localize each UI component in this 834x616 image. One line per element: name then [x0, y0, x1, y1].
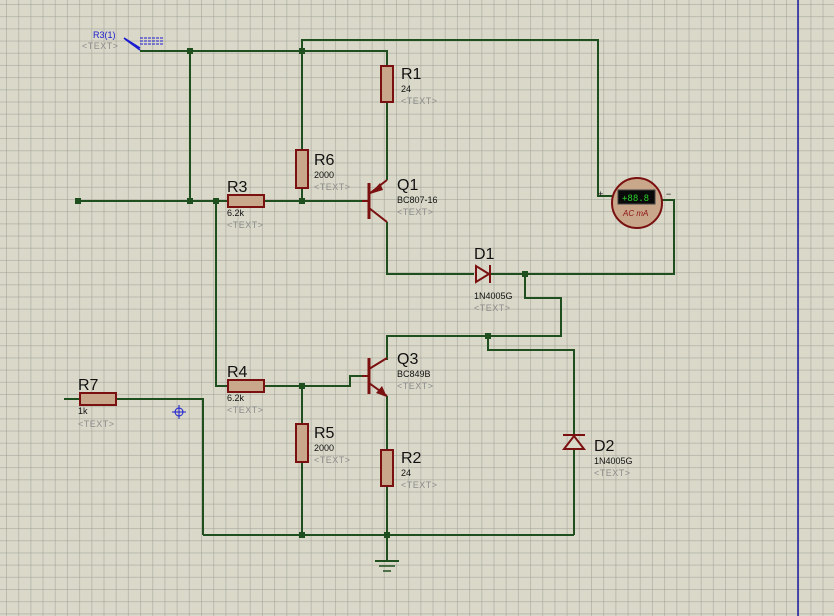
r3-text: <TEXT>: [227, 220, 264, 230]
ac-milliammeter[interactable]: +88.8 AC mA + −: [598, 177, 671, 229]
wire-d2-top: [487, 336, 575, 434]
transistor-q3[interactable]: Q3 BC849B <TEXT>: [362, 351, 434, 397]
meter-minus: −: [666, 189, 671, 199]
r6-text: <TEXT>: [314, 182, 351, 192]
r4-ref: R4: [227, 364, 248, 381]
terminal-text: <TEXT>: [82, 41, 119, 51]
r4-text: <TEXT>: [227, 405, 264, 415]
d2-value: 1N4005G: [594, 456, 633, 466]
terminal-label: R3(1): [93, 30, 116, 40]
junction: [384, 532, 390, 538]
resistor-r5[interactable]: R5 2000 <TEXT>: [295, 423, 351, 465]
r5-value: 2000: [314, 443, 334, 453]
r6-ref: R6: [314, 152, 335, 169]
q1-text: <TEXT>: [397, 207, 434, 217]
q3-text: <TEXT>: [397, 381, 434, 391]
junctions: [75, 48, 528, 538]
junction: [299, 48, 305, 54]
r5-text: <TEXT>: [314, 455, 351, 465]
q1-ref: Q1: [397, 177, 418, 194]
wire-r7-right: [116, 398, 204, 535]
junction: [522, 271, 528, 277]
q1-value: BC807-16: [397, 195, 438, 205]
wire-d1-meter: [490, 199, 675, 275]
wire-d1-q3: [386, 274, 562, 360]
junction: [187, 198, 193, 204]
r4-value: 6.2k: [227, 393, 245, 403]
origin-marker: [172, 405, 186, 419]
r2-text: <TEXT>: [401, 480, 438, 490]
ground-symbol: [375, 560, 399, 572]
r7-text: <TEXT>: [78, 419, 115, 429]
terminal-r3-1[interactable]: R3(1) <TEXT>: [82, 30, 164, 51]
transistor-q1[interactable]: Q1 BC807-16 <TEXT>: [362, 177, 438, 223]
r1-text: <TEXT>: [401, 96, 438, 106]
meter-plus: +: [598, 189, 603, 199]
r3-value: 6.2k: [227, 208, 245, 218]
resistor-r1[interactable]: R1 24 <TEXT>: [380, 65, 438, 106]
wire-to-r4: [215, 201, 228, 387]
resistor-r7[interactable]: R7 1k <TEXT>: [78, 377, 117, 429]
r5-ref: R5: [314, 425, 335, 442]
meter-label: AC mA: [622, 209, 648, 218]
diode-d2[interactable]: D2 1N4005G <TEXT>: [561, 434, 633, 478]
d1-value: 1N4005G: [474, 291, 513, 301]
resistor-r2[interactable]: R2 24 <TEXT>: [380, 449, 438, 490]
d2-ref: D2: [594, 438, 615, 455]
r6-value: 2000: [314, 170, 334, 180]
r2-value: 24: [401, 468, 411, 478]
junction: [187, 48, 193, 54]
r7-value: 1k: [78, 406, 88, 416]
wire-q1-d1: [386, 222, 474, 275]
resistor-r4[interactable]: R4 6.2k <TEXT>: [227, 364, 265, 415]
r3-ref: R3: [227, 179, 248, 196]
r1-ref: R1: [401, 66, 422, 83]
d2-text: <TEXT>: [594, 468, 631, 478]
wires: [64, 39, 675, 560]
junction: [299, 198, 305, 204]
resistor-r3[interactable]: R3 6.2k <TEXT>: [227, 179, 265, 230]
wire-r4-q3: [264, 375, 362, 387]
d1-ref: D1: [474, 246, 495, 263]
r7-ref: R7: [78, 377, 99, 394]
wire-top-rail: [140, 50, 388, 66]
diode-d1[interactable]: D1 1N4005G <TEXT>: [474, 246, 513, 313]
r1-value: 24: [401, 84, 411, 94]
junction: [75, 198, 81, 204]
junction: [213, 198, 219, 204]
junction: [485, 333, 491, 339]
meter-display: +88.8: [622, 194, 649, 204]
d1-text: <TEXT>: [474, 303, 511, 313]
resistor-r6[interactable]: R6 2000 <TEXT>: [295, 149, 351, 192]
q3-value: BC849B: [397, 369, 431, 379]
r2-ref: R2: [401, 450, 422, 467]
junction: [299, 532, 305, 538]
wire-meter-plus: [301, 39, 612, 197]
q3-ref: Q3: [397, 351, 418, 368]
junction: [299, 383, 305, 389]
